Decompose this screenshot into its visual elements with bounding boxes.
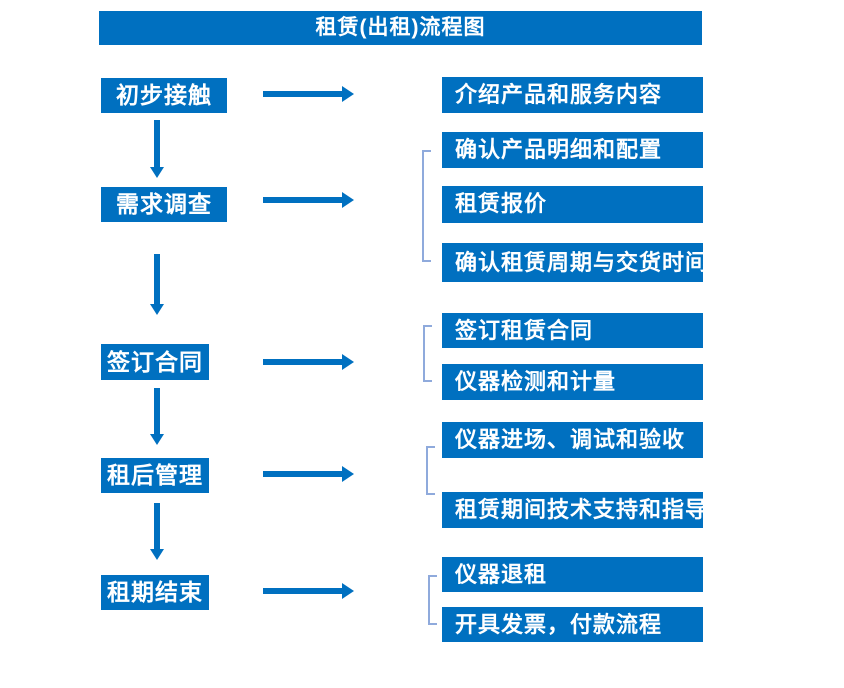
- detail-box-sign-rental-contract: 签订租赁合同: [442, 313, 703, 348]
- detail-box-tech-support: 租赁期间技术支持和指导: [442, 492, 707, 528]
- down-arrow-1: [150, 120, 164, 178]
- down-arrow-shaft: [154, 254, 160, 304]
- group-bracket-sign-contract: [423, 325, 432, 382]
- detail-box-introduce-products: 介绍产品和服务内容: [442, 77, 703, 113]
- right-arrow-3: [263, 354, 354, 370]
- group-bracket-lease-end: [428, 575, 437, 625]
- down-arrow-head-icon: [150, 167, 164, 178]
- right-arrow-head-icon: [342, 466, 354, 482]
- right-arrow-shaft: [263, 471, 342, 477]
- down-arrow-shaft: [154, 120, 160, 167]
- right-arrow-4: [263, 466, 354, 482]
- step-box-initial-contact: 初步接触: [101, 78, 227, 113]
- detail-box-confirm-product-config: 确认产品明细和配置: [442, 132, 703, 168]
- detail-box-instrument-return: 仪器退租: [442, 557, 703, 592]
- right-arrow-2: [263, 192, 354, 208]
- detail-box-invoice-payment: 开具发票，付款流程: [442, 607, 703, 642]
- right-arrow-5: [263, 583, 354, 599]
- group-bracket-post-management: [426, 446, 435, 495]
- step-box-demand-survey: 需求调查: [101, 187, 227, 222]
- detail-box-confirm-rental-period: 确认租赁周期与交货时间: [442, 243, 707, 282]
- down-arrow-3: [150, 388, 164, 445]
- right-arrow-head-icon: [342, 583, 354, 599]
- right-arrow-1: [263, 86, 354, 102]
- down-arrow-2: [150, 254, 164, 315]
- right-arrow-shaft: [263, 588, 342, 594]
- right-arrow-head-icon: [342, 192, 354, 208]
- step-box-post-rental-management: 租后管理: [101, 458, 209, 493]
- right-arrow-head-icon: [342, 354, 354, 370]
- flowchart-title: 租赁(出租)流程图: [99, 11, 702, 45]
- right-arrow-shaft: [263, 91, 342, 97]
- right-arrow-shaft: [263, 197, 342, 203]
- step-box-sign-contract: 签订合同: [101, 344, 209, 380]
- down-arrow-shaft: [154, 503, 160, 549]
- detail-box-rental-quote: 租赁报价: [442, 186, 703, 223]
- detail-box-instrument-setup: 仪器进场、调试和验收: [442, 422, 703, 458]
- down-arrow-head-icon: [150, 434, 164, 445]
- step-box-lease-end: 租期结束: [101, 575, 209, 610]
- down-arrow-shaft: [154, 388, 160, 434]
- down-arrow-head-icon: [150, 304, 164, 315]
- group-bracket-demand-survey: [422, 150, 431, 262]
- down-arrow-4: [150, 503, 164, 560]
- detail-box-instrument-testing: 仪器检测和计量: [442, 364, 703, 400]
- down-arrow-head-icon: [150, 549, 164, 560]
- right-arrow-head-icon: [342, 86, 354, 102]
- right-arrow-shaft: [263, 359, 342, 365]
